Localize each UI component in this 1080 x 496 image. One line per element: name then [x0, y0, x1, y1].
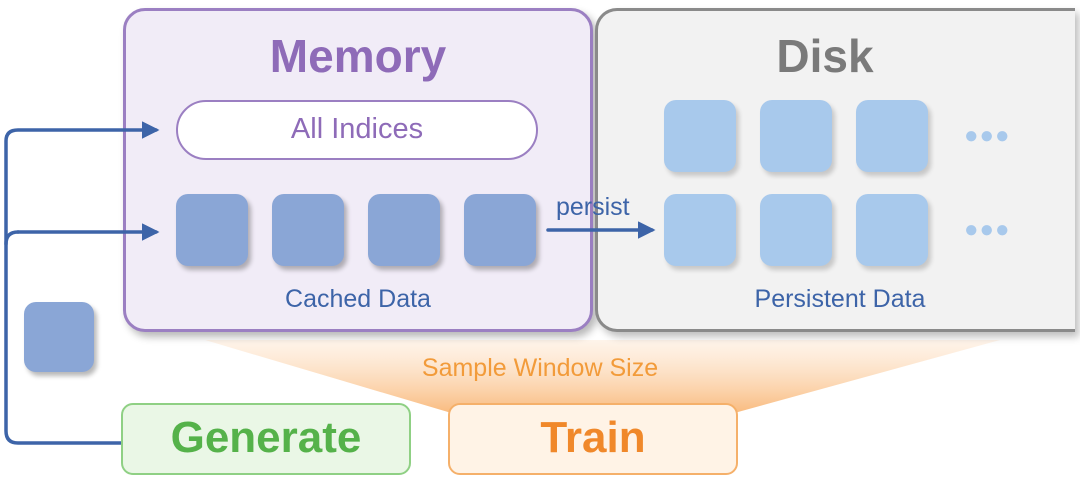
disk-title: Disk: [776, 30, 874, 82]
more-ellipsis-icon: ●●●: [964, 216, 1011, 243]
all-indices-box: All Indices: [176, 100, 538, 160]
generate-button[interactable]: Generate: [121, 403, 411, 475]
cached-data-block: [368, 194, 440, 266]
sample-window-label: Sample Window Size: [421, 354, 659, 382]
persistent-data-block: [664, 100, 736, 172]
memory-title: Memory: [269, 30, 447, 82]
cached-data-label: Cached Data: [285, 285, 431, 313]
more-ellipsis-icon: ●●●: [964, 122, 1011, 149]
persistent-data-block: [856, 194, 928, 266]
cached-data-block: [464, 194, 536, 266]
persistent-data-block: [856, 100, 928, 172]
persist-arrow-label: persist: [556, 193, 630, 221]
cached-data-block: [272, 194, 344, 266]
generated-data-block: [24, 302, 94, 372]
cached-data-block: [176, 194, 248, 266]
train-button[interactable]: Train: [448, 403, 738, 475]
persistent-data-block: [760, 194, 832, 266]
persistent-data-block: [760, 100, 832, 172]
memory-panel: [123, 8, 593, 332]
persistent-data-label: Persistent Data: [754, 285, 926, 313]
persistent-data-block: [664, 194, 736, 266]
